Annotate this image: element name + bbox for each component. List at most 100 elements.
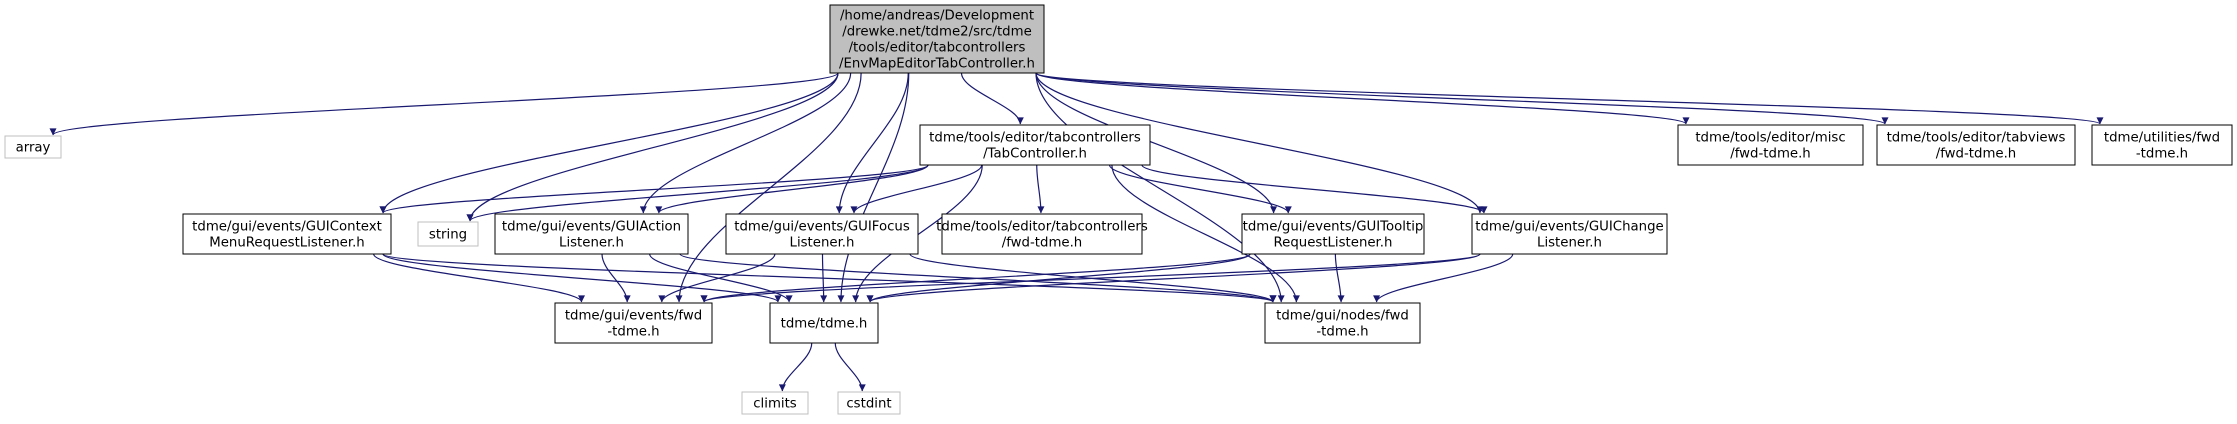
edge-ctx_menu-to-events_fwd (373, 253, 585, 303)
edge-root-to-nodes_fwd (1035, 72, 1285, 303)
node-box (417, 221, 479, 247)
node-label-line: tdme/utilities/fwd (2104, 131, 2220, 146)
edge-root-to-misc_fwd (1035, 72, 1690, 125)
node-box (741, 391, 809, 415)
node-label-line: tdme/gui/events/GUIFocus (734, 220, 910, 235)
node-box (829, 4, 1045, 74)
edge-change-to-nodes_fwd (1373, 253, 1514, 303)
node-box (769, 302, 879, 344)
edge-tooltip-to-nodes_fwd (1334, 253, 1345, 303)
node-label-line: climits (753, 397, 797, 412)
node-label-line: RequestListener.h (1274, 236, 1393, 251)
node-tabctrl_fwd[interactable]: tdme/tools/editor/tabcontrollers/fwd-tdm… (936, 213, 1148, 255)
edge-tabcontroller-to-tooltip (1108, 164, 1292, 214)
node-box (2091, 124, 2233, 166)
node-label-line: array (16, 141, 51, 156)
node-label-line: tdme/tools/editor/tabcontrollers (929, 131, 1141, 146)
node-box (837, 391, 901, 415)
node-label-line: tdme/gui/events/GUIChange (1475, 220, 1663, 235)
node-label-line: tdme/gui/events/GUITooltip (1243, 220, 1424, 235)
node-cstdint: cstdint (837, 391, 901, 415)
node-ctx_menu[interactable]: tdme/gui/events/GUIContextMenuRequestLis… (182, 213, 392, 255)
node-box (1264, 302, 1421, 344)
node-label-line: /fwd-tdme.h (1936, 147, 2016, 162)
node-box (725, 213, 919, 255)
node-label-line: tdme/gui/events/GUIAction (502, 220, 681, 235)
edge-tabcontroller-to-nodes_fwd (1111, 164, 1300, 303)
node-string: string (417, 221, 479, 247)
edge-root-to-utilities_fwd (1035, 72, 2104, 125)
node-label-line: tdme/tdme.h (781, 317, 868, 332)
edge-root-to-tooltip (1035, 72, 1278, 214)
node-tabcontroller[interactable]: tdme/tools/editor/tabcontrollers/TabCont… (919, 124, 1151, 166)
node-label-line: Listener.h (559, 236, 624, 251)
node-tdme_h[interactable]: tdme/tdme.h (769, 302, 879, 344)
edge-ctx_menu-to-tdme_h (382, 253, 782, 303)
node-label-line: -tdme.h (607, 325, 659, 340)
edge-tabcontroller-to-ctx_menu (379, 164, 929, 214)
edge-root-to-action (639, 72, 852, 214)
edge-tabcontroller-to-tabctrl_fwd (1036, 164, 1045, 214)
node-tooltip[interactable]: tdme/gui/events/GUITooltipRequestListene… (1241, 213, 1425, 255)
node-events_fwd[interactable]: tdme/gui/events/fwd-tdme.h (554, 302, 713, 344)
node-box (1876, 124, 2076, 166)
node-label-line: /fwd-tdme.h (1730, 147, 1810, 162)
node-box (941, 213, 1143, 255)
node-label-line: tdme/gui/events/fwd (565, 309, 702, 324)
node-label-line: string (429, 228, 467, 243)
node-box (494, 213, 689, 255)
node-tabviews_fwd[interactable]: tdme/tools/editor/tabviews/fwd-tdme.h (1876, 124, 2076, 166)
node-utilities_fwd[interactable]: tdme/utilities/fwd-tdme.h (2091, 124, 2233, 166)
edge-ctx_menu-to-nodes_fwd (382, 253, 1277, 303)
node-box (182, 213, 392, 255)
node-box (1677, 124, 1864, 166)
edge-tabcontroller-to-change (1141, 164, 1488, 214)
node-box (919, 124, 1151, 166)
edge-tooltip-to-tdme_h (866, 253, 1251, 303)
nodes-layer: /home/andreas/Development/drewke.net/tdm… (4, 4, 2233, 415)
node-label-line: cstdint (846, 397, 891, 412)
node-label-line: Listener.h (790, 236, 855, 251)
edge-tooltip-to-events_fwd (700, 253, 1251, 303)
edge-change-to-tdme_h (866, 253, 1481, 303)
node-nodes_fwd[interactable]: tdme/gui/nodes/fwd-tdme.h (1264, 302, 1421, 344)
edge-action-to-events_fwd (601, 253, 631, 303)
node-label-line: MenuRequestListener.h (209, 236, 364, 251)
edge-root-to-tdme_h (837, 72, 910, 303)
edge-tdme_h-to-cstdint (834, 342, 866, 392)
node-label-line: tdme/tools/editor/tabcontrollers (936, 220, 1148, 235)
node-misc_fwd[interactable]: tdme/tools/editor/misc/fwd-tdme.h (1677, 124, 1864, 166)
edge-root-to-change (1035, 72, 1484, 214)
edge-root-to-ctx_menu (379, 72, 839, 214)
node-root[interactable]: /home/andreas/Development/drewke.net/tdm… (829, 4, 1045, 74)
edge-change-to-events_fwd (700, 253, 1481, 303)
node-box (554, 302, 713, 344)
node-label-line: /home/andreas/Development (840, 9, 1034, 24)
node-label-line: tdme/gui/nodes/fwd (1276, 309, 1409, 324)
node-label-line: /EnvMapEditorTabController.h (839, 57, 1035, 72)
node-box (1471, 213, 1668, 255)
edge-root-to-tabviews_fwd (1035, 72, 1889, 125)
edge-root-to-string (466, 72, 839, 222)
node-label-line: -tdme.h (1316, 325, 1368, 340)
edge-root-to-focus (835, 72, 909, 214)
node-label-line: /TabController.h (983, 147, 1087, 162)
node-box (4, 135, 62, 159)
node-label-line: tdme/gui/events/GUIContext (192, 220, 382, 235)
node-label-line: /fwd-tdme.h (1002, 236, 1082, 251)
edge-tdme_h-to-climits (778, 342, 813, 392)
node-array: array (4, 135, 62, 159)
edge-tabcontroller-to-string (466, 164, 929, 222)
edge-tabcontroller-to-tdme_h (852, 164, 983, 303)
node-label-line: -tdme.h (2136, 147, 2188, 162)
edge-focus-to-events_fwd (658, 253, 776, 303)
node-label-line: Listener.h (1537, 236, 1602, 251)
edge-tabcontroller-to-focus (850, 164, 983, 214)
edge-focus-to-tdme_h (820, 253, 828, 303)
node-climits: climits (741, 391, 809, 415)
node-box (1241, 213, 1425, 255)
